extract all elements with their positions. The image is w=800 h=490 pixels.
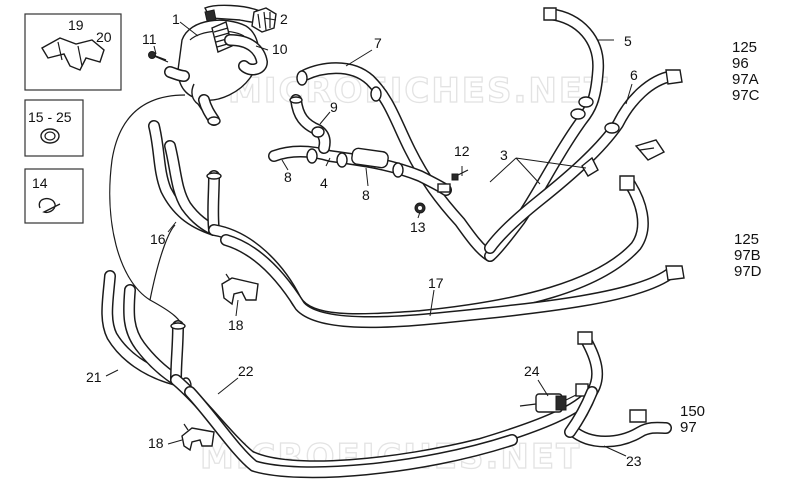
callout-16: 16 — [150, 231, 166, 247]
watermark-top: MICROFICHES.NET — [228, 71, 609, 111]
callout-11: 11 — [142, 31, 157, 47]
hose-clamp — [207, 116, 221, 126]
hose-5 — [484, 8, 605, 262]
callout-8-left: 8 — [284, 169, 292, 185]
clip-3-a — [581, 156, 599, 177]
filter-24 — [519, 383, 589, 413]
variant-3-line-1: 150 — [680, 403, 705, 420]
callout-21: 21 — [86, 369, 102, 385]
variant-3-line-2: 97 — [680, 419, 697, 436]
callout-18-upper: 18 — [228, 317, 244, 333]
callout-22: 22 — [238, 363, 254, 379]
callout-2: 2 — [280, 11, 288, 27]
callout-14: 14 — [32, 175, 48, 191]
reservoir-cap — [251, 7, 277, 33]
callout-4: 4 — [320, 175, 328, 191]
callout-23: 23 — [626, 453, 642, 469]
callout-9: 9 — [330, 99, 338, 115]
callout-7: 7 — [374, 35, 382, 51]
variant-group-3: 150 97 — [680, 403, 705, 436]
variant-1-line-4: 97C — [732, 87, 760, 104]
box-clips-19-20 — [24, 13, 122, 91]
box-clamp-15-25 — [24, 99, 84, 157]
variant-group-2: 125 97B 97D — [734, 231, 762, 280]
variant-1-line-3: 97A — [732, 71, 759, 88]
variant-2-line-2: 97B — [734, 247, 761, 264]
callout-15-25: 15 - 25 — [28, 109, 72, 125]
box-clip-14 — [24, 168, 84, 224]
leader-lines — [105, 17, 633, 457]
callout-10: 10 — [272, 41, 288, 57]
callout-6: 6 — [630, 67, 638, 83]
callout-12: 12 — [454, 143, 470, 159]
callout-5: 5 — [624, 33, 632, 49]
callout-3: 3 — [500, 147, 508, 163]
screw-11 — [148, 51, 169, 63]
callout-20: 20 — [96, 29, 112, 45]
nut-13 — [414, 202, 426, 214]
variant-group-1: 125 96 97A 97C — [732, 39, 760, 104]
callout-13: 13 — [410, 219, 426, 235]
bolt-12 — [451, 169, 469, 181]
callout-labels: 1 2 3 4 5 6 7 8 8 9 10 11 12 13 14 15 - … — [28, 11, 642, 469]
variant-2-line-1: 125 — [734, 231, 759, 248]
callout-8-right: 8 — [362, 187, 370, 203]
clip-3-b — [634, 139, 666, 161]
callout-24: 24 — [524, 363, 540, 379]
variant-2-line-3: 97D — [734, 263, 762, 280]
variant-1-line-2: 96 — [732, 55, 749, 72]
breather-line-branch — [149, 224, 176, 301]
breather-line — [109, 94, 186, 329]
bracket-18-upper — [221, 273, 259, 306]
variant-1-line-1: 125 — [732, 39, 757, 56]
hose-8-sleeve — [351, 147, 389, 169]
callout-18-lower: 18 — [148, 435, 164, 451]
callout-17: 17 — [428, 275, 444, 291]
callout-19: 19 — [68, 17, 84, 33]
bracket-18-lower — [181, 423, 215, 452]
callout-1: 1 — [172, 11, 180, 27]
